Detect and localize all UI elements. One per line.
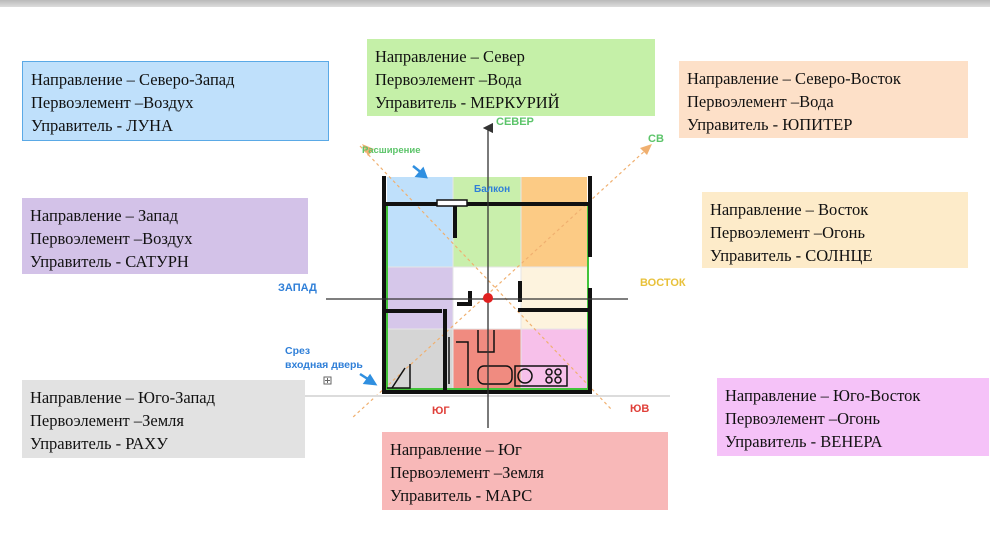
box-northwest: Направление – Северо-Запад Первоэлемент … — [22, 61, 329, 141]
box-northeast-direction: Направление – Северо-Восток — [687, 69, 901, 88]
zone-south — [453, 329, 521, 389]
walls — [382, 176, 592, 394]
label-northeast: СВ — [648, 133, 664, 145]
box-southwest-direction: Направление – Юго-Запад — [30, 388, 216, 407]
label-south: ЮГ — [432, 405, 450, 417]
box-southeast-direction: Направление – Юго-Восток — [725, 386, 921, 405]
zone-east — [521, 267, 587, 329]
box-northwest-element: Первоэлемент –Воздух — [31, 93, 194, 112]
zone-northwest — [387, 177, 453, 267]
arrow-northeast — [640, 144, 652, 155]
box-south-direction: Направление – Юг — [390, 440, 522, 459]
box-south: Направление – Юг Первоэлемент –Земля Упр… — [382, 432, 668, 510]
box-west-ruler: Управитель - САТУРН — [30, 252, 189, 271]
box-northeast: Направление – Северо-Восток Первоэлемент… — [679, 61, 968, 138]
box-southwest: Направление – Юго-Запад Первоэлемент –Зе… — [22, 380, 305, 458]
zone-northeast — [521, 177, 587, 267]
top-bar — [0, 0, 990, 7]
label-west: ЗАПАД — [278, 282, 317, 294]
arrow-northwest — [362, 144, 374, 156]
diagonal-lines — [351, 145, 649, 419]
box-east: Направление – Восток Первоэлемент –Огонь… — [702, 192, 968, 268]
label-cut: Срез — [285, 345, 310, 357]
zone-west — [387, 267, 453, 329]
box-northwest-direction: Направление – Северо-Запад — [31, 70, 235, 89]
box-east-ruler: Управитель - СОЛНЦЕ — [710, 246, 873, 265]
box-southeast-ruler: Управитель - ВЕНЕРА — [725, 432, 883, 451]
box-west-direction: Направление – Запад — [30, 206, 178, 225]
compass-axes — [326, 122, 628, 428]
box-north: Направление – Север Первоэлемент –Вода У… — [367, 39, 655, 116]
box-north-element: Первоэлемент –Вода — [375, 70, 522, 89]
box-north-direction: Направление – Север — [375, 47, 525, 66]
box-east-element: Первоэлемент –Огонь — [710, 223, 866, 242]
box-southwest-element: Первоэлемент –Земля — [30, 411, 184, 430]
box-west-element: Первоэлемент –Воздух — [30, 229, 193, 248]
center-dot — [483, 293, 493, 303]
label-entry-door: входная дверь — [285, 359, 363, 371]
label-north: СЕВЕР — [496, 116, 534, 128]
box-west: Направление – Запад Первоэлемент –Воздух… — [22, 198, 308, 274]
box-southwest-ruler: Управитель - РАХУ — [30, 434, 168, 453]
box-southeast: Направление – Юго-Восток Первоэлемент –О… — [717, 378, 989, 456]
label-balcony: Балкон — [474, 184, 510, 195]
label-southeast: ЮВ — [630, 403, 649, 415]
zone-north — [453, 177, 521, 267]
box-east-direction: Направление – Восток — [710, 200, 869, 219]
box-south-element: Первоэлемент –Земля — [390, 463, 544, 482]
box-south-ruler: Управитель - МАРС — [390, 486, 533, 505]
box-north-ruler: Управитель - МЕРКУРИЙ — [375, 93, 560, 112]
label-expansion: Расширение — [362, 145, 420, 156]
label-east: ВОСТОК — [640, 277, 686, 289]
box-southeast-element: Первоэлемент –Огонь — [725, 409, 881, 428]
box-northeast-element: Первоэлемент –Вода — [687, 92, 834, 111]
box-northwest-ruler: Управитель - ЛУНА — [31, 116, 173, 135]
box-northeast-ruler: Управитель - ЮПИТЕР — [687, 115, 853, 134]
entry-arrows — [359, 165, 428, 386]
